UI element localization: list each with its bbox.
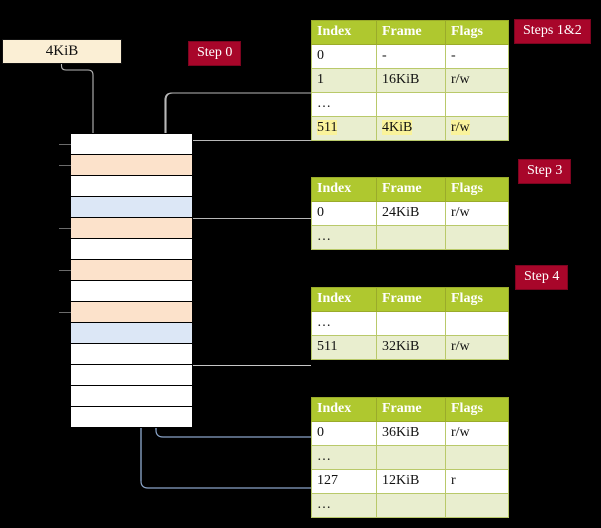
memory-frame-row — [59, 218, 192, 239]
table-cell-index: 127 — [311, 469, 377, 494]
table-cell-flags — [445, 445, 509, 470]
table-cell-flags: r/w — [445, 421, 509, 446]
badge-step-4-label: Step 4 — [524, 269, 560, 284]
table-cell-index: … — [311, 445, 377, 470]
table-cell-flags: r/w — [445, 68, 509, 93]
column-header-frame: Frame — [376, 20, 446, 45]
table-cell-frame: - — [376, 44, 446, 69]
table-cell-index: 1 — [311, 68, 377, 93]
table-cell-frame: 32KiB — [376, 335, 446, 360]
table-cell-flags: r/w — [445, 201, 509, 226]
badge-step-0-label: Step 0 — [197, 45, 233, 60]
table-cell-flags — [445, 311, 509, 336]
table-cell-index: 511 — [311, 335, 377, 360]
column-header-frame: Frame — [376, 287, 446, 312]
memory-frame-row — [71, 239, 192, 260]
memory-frame-row — [71, 281, 192, 302]
memory-frame-row — [71, 197, 192, 218]
table-cell-flags — [445, 92, 509, 117]
table-cell-index: 511 — [311, 116, 377, 141]
table-cell-frame: 24KiB — [376, 201, 446, 226]
column-header-frame: Frame — [376, 397, 446, 422]
table-cell-flags — [445, 225, 509, 250]
memory-frame-tick — [59, 144, 71, 145]
badge-step-4: Step 4 — [515, 265, 569, 290]
column-header-index: Index — [311, 177, 377, 202]
table-cell-flags: r/w — [445, 116, 509, 141]
table-cell-index: … — [311, 493, 377, 518]
memory-frame-row — [71, 365, 192, 386]
memory-frame-row — [71, 323, 192, 344]
physical-memory-column — [59, 133, 193, 428]
table-cell-frame: 16KiB — [376, 68, 446, 93]
column-header-flags: Flags — [445, 20, 509, 45]
table-cell-index: 0 — [311, 421, 377, 446]
table-cell-frame — [376, 311, 446, 336]
memory-frame-tick — [59, 312, 71, 313]
table-cell-index: … — [311, 225, 377, 250]
badge-step-0: Step 0 — [188, 41, 242, 66]
table-cell-frame — [376, 445, 446, 470]
table-row: … — [311, 493, 509, 518]
memory-frame-row — [71, 407, 192, 428]
table-cell-index: … — [311, 311, 377, 336]
badge-steps-1-and-2-label: Steps 1&2 — [523, 23, 582, 38]
table-cell-frame: 4KiB — [376, 116, 446, 141]
badge-step-3: Step 3 — [518, 159, 572, 184]
table-cell-flags: r — [445, 469, 509, 494]
memory-frame-row — [71, 386, 192, 407]
memory-frame-tick — [59, 165, 71, 166]
table-cell-flags — [445, 493, 509, 518]
column-header-flags: Flags — [445, 287, 509, 312]
column-header-flags: Flags — [445, 177, 509, 202]
memory-frame-row — [59, 134, 192, 155]
table-cell-index: 0 — [311, 44, 377, 69]
memory-frame-row — [59, 302, 192, 323]
badge-step-3-label: Step 3 — [527, 163, 563, 178]
table-row: 0-- — [311, 44, 509, 69]
table-cell-frame — [376, 92, 446, 117]
memory-frame-tick — [59, 270, 71, 271]
memory-frame-row — [59, 260, 192, 281]
table-row: … — [311, 445, 509, 470]
table-row: … — [311, 311, 509, 336]
memory-frame-row — [71, 344, 192, 365]
memory-frame-tick — [59, 228, 71, 229]
memory-frame-row — [59, 155, 192, 176]
badge-steps-1-and-2: Steps 1&2 — [514, 19, 591, 44]
table-row: … — [311, 225, 509, 250]
table-cell-index: … — [311, 92, 377, 117]
column-header-flags: Flags — [445, 397, 509, 422]
table-cell-frame — [376, 225, 446, 250]
page-size-box: 4KiB — [2, 39, 122, 64]
table-cell-flags: r/w — [445, 335, 509, 360]
table-cell-frame: 36KiB — [376, 421, 446, 446]
column-header-index: Index — [311, 397, 377, 422]
table-cell-frame — [376, 493, 446, 518]
column-header-frame: Frame — [376, 177, 446, 202]
table-cell-index: 0 — [311, 201, 377, 226]
memory-frame-row — [71, 176, 192, 197]
table-row: … — [311, 92, 509, 117]
column-header-index: Index — [311, 20, 377, 45]
page-size-label: 4KiB — [45, 43, 79, 59]
table-cell-flags: - — [445, 44, 509, 69]
column-header-index: Index — [311, 287, 377, 312]
table-cell-frame: 12KiB — [376, 469, 446, 494]
